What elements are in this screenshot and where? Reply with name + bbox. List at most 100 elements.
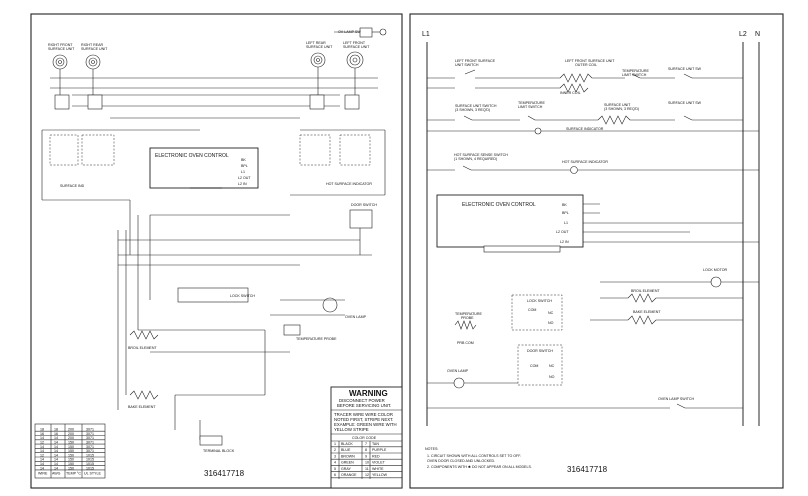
wire-table-cell: 14 [54,441,58,445]
switch-box-4 [344,94,360,110]
svg-text:SURFACE UNIT: SURFACE UNIT [604,103,631,107]
right-temp-probe: TEMPERATURE PROBE PRB COM [454,312,482,345]
hot-ind-label: HOT SURFACE INDICATOR [326,182,372,186]
svg-text:2. COMPONENTS WITH ✱ DO NOT: 2. COMPONENTS WITH ✱ DO NOT APPEAR ON AL… [427,465,532,469]
wire-table-cell: 1015 [86,462,94,466]
right-bake-element: BAKE ELEMENT [590,310,743,325]
left-lock-switch [177,287,249,303]
color-code-cell: WHITE [372,467,384,471]
warning-title-block: WARNING DISCONNECT POWER BEFORE SERVICIN… [330,386,403,489]
svg-text:LEFT REAR: LEFT REAR [306,41,326,45]
svg-text:TEMPERATURE: TEMPERATURE [518,101,545,105]
svg-text:INNER COIL: INNER COIL [560,91,581,95]
surface-ind-label: SURFACE IND [60,184,85,188]
svg-text:COM: COM [528,308,536,312]
svg-text:COM: COM [530,364,538,368]
color-code-cell: TAN [372,442,379,446]
wire-table-cell: 14 [40,462,44,466]
wire-table-cell: 18 [54,428,58,432]
left-sheet: OV LAMP SW RIGHT FRONT SURFACE UNIT RIGH… [30,13,403,489]
wire-table-cell: 14 [54,436,58,440]
rail-l2-label: L2 [739,31,747,38]
svg-text:(1 SHOWN, 4 REQUIRED): (1 SHOWN, 4 REQUIRED) [454,157,497,161]
color-code-cell: VIOLET [372,461,386,465]
wire-table-cell: 150 [68,445,74,449]
color-code-cell: 2 [334,448,336,452]
svg-text:HOT SURFACE INDICATOR: HOT SURFACE INDICATOR [562,160,608,164]
right-oven-lamp: OVEN LAMP [427,369,518,389]
color-code-cell: 3 [334,454,336,458]
color-code-cell: ORANGE [341,473,357,477]
switch-box-2 [87,94,103,110]
right-broil-element: BROIL ELEMENT [600,289,743,303]
svg-text:TERMINAL BLOCK: TERMINAL BLOCK [203,449,235,453]
oven-lamp-switch: OVEN LAMP SWITCH [427,397,743,409]
color-code-cell: 10 [365,461,369,465]
diagram-notes: NOTES: 1. CIRCUIT SHOWN WITH ALL CONTROL… [425,447,532,469]
wire-table-cell: 3071 [86,449,94,453]
lamp-switch-box [359,27,373,38]
left-broil-element [129,330,159,340]
color-code-cell: 12 [365,473,369,477]
color-code-cell: GREEN [341,461,354,465]
svg-text:RIGHT FRONT: RIGHT FRONT [48,43,73,47]
color-code-cell: BLACK [341,442,353,446]
svg-text:SURFACE UNIT: SURFACE UNIT [81,47,108,51]
wire-table-cell: 18 [40,428,44,432]
svg-text:TEMPERATURE PROBE: TEMPERATURE PROBE [296,337,337,341]
svg-text:BPL: BPL [241,164,248,168]
wire-table-cell: 150 [68,453,74,457]
svg-text:NOTED FIRST, STRIPE NEXT.: NOTED FIRST, STRIPE NEXT. [334,417,393,422]
svg-text:TEMPERATURE: TEMPERATURE [622,69,649,73]
svg-text:PRB COM: PRB COM [457,341,474,345]
wire-table-cell: 14 [40,458,44,462]
svg-text:SURFACE UNIT: SURFACE UNIT [343,45,370,49]
switch-group-right-1 [299,134,331,166]
svg-text:NC: NC [549,364,555,368]
svg-text:OVEN LAMP: OVEN LAMP [345,315,367,319]
svg-text:BEFORE SERVICING UNIT.: BEFORE SERVICING UNIT. [337,403,391,408]
switch-group-right-2 [339,134,371,166]
wire-table-cell: 14 [40,436,44,440]
right-eoc-title: ELECTRONIC OVEN CONTROL [462,202,536,208]
color-code-cell: RED [372,454,380,458]
svg-text:DISCONNECT POWER: DISCONNECT POWER [339,398,385,403]
wire-table-cell: 3071 [86,428,94,432]
left-bake-element [129,390,159,400]
svg-text:OVEN LAMP SWITCH: OVEN LAMP SWITCH [658,397,694,401]
surface-unit-lr: LEFT REAR SURFACE UNIT [306,41,333,68]
wire-table-header: UL STYLE [84,472,101,476]
wire-table-cell: 14 [54,449,58,453]
svg-text:L1: L1 [564,221,568,225]
switch-box-1 [54,94,70,110]
wire-table-cell: 1015 [86,458,94,462]
svg-text:L1: L1 [241,170,245,174]
wire-table-cell: 200 [68,436,74,440]
svg-text:HOT SURFACE SENSE SWITCH: HOT SURFACE SENSE SWITCH [454,153,508,157]
right-lock-switch: LOCK SWITCH COM NC NO [511,294,563,331]
svg-text:NC: NC [548,311,554,315]
svg-text:LEFT FRONT SURFACE: LEFT FRONT SURFACE [455,59,496,63]
svg-text:BPL: BPL [562,211,569,215]
left-door-switch [349,209,373,229]
wire-table-cell: 14 [40,445,44,449]
wire-table-cell: 200 [68,428,74,432]
svg-text:UNIT SWITCH: UNIT SWITCH [455,63,479,67]
color-code-cell: 6 [334,473,336,477]
svg-text:SURFACE UNIT SWITCH: SURFACE UNIT SWITCH [455,104,497,108]
svg-text:DOOR SWITCH: DOOR SWITCH [351,203,377,207]
svg-text:TRACER WIRE WIRE COLOR: TRACER WIRE WIRE COLOR [334,412,393,417]
svg-text:BROIL ELEMENT: BROIL ELEMENT [128,346,157,350]
wire-table-header: TEMP °C [66,472,81,476]
left-eoc-title: ELECTRONIC OVEN CONTROL [155,153,229,159]
svg-text:LEFT FRONT SURFACE UNIT: LEFT FRONT SURFACE UNIT [565,59,615,63]
wire-table-cell: 14 [54,466,58,470]
lock-motor: LOCK MOTOR [600,268,759,288]
left-temp-probe [283,324,301,336]
rail-n-label: N [755,31,760,38]
svg-text:LIMIT SWITCH: LIMIT SWITCH [518,105,543,109]
wire-table-cell: 3071 [86,432,94,436]
wire-table-cell: 1015 [86,453,94,457]
